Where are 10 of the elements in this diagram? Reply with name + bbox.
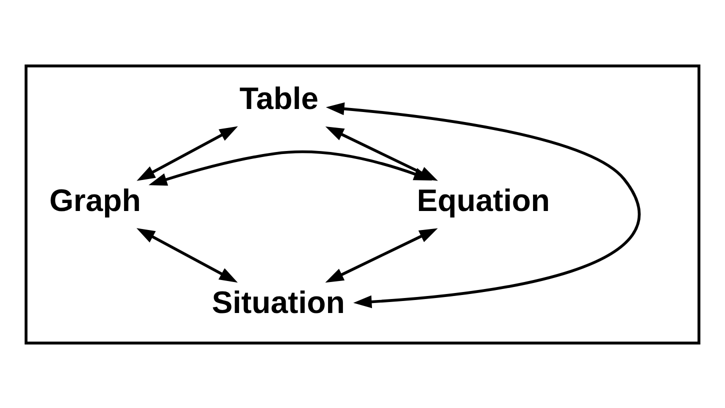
node-text: Situation bbox=[212, 284, 345, 320]
arrow bbox=[325, 228, 438, 282]
node-text: Equation bbox=[416, 182, 550, 218]
arrow bbox=[136, 126, 238, 180]
arrow bbox=[136, 228, 238, 282]
arrow bbox=[148, 150, 432, 186]
node-text: Table bbox=[240, 80, 318, 116]
arrow bbox=[326, 102, 640, 308]
cluster bbox=[24, 64, 700, 344]
node-text: Graph bbox=[49, 182, 141, 218]
